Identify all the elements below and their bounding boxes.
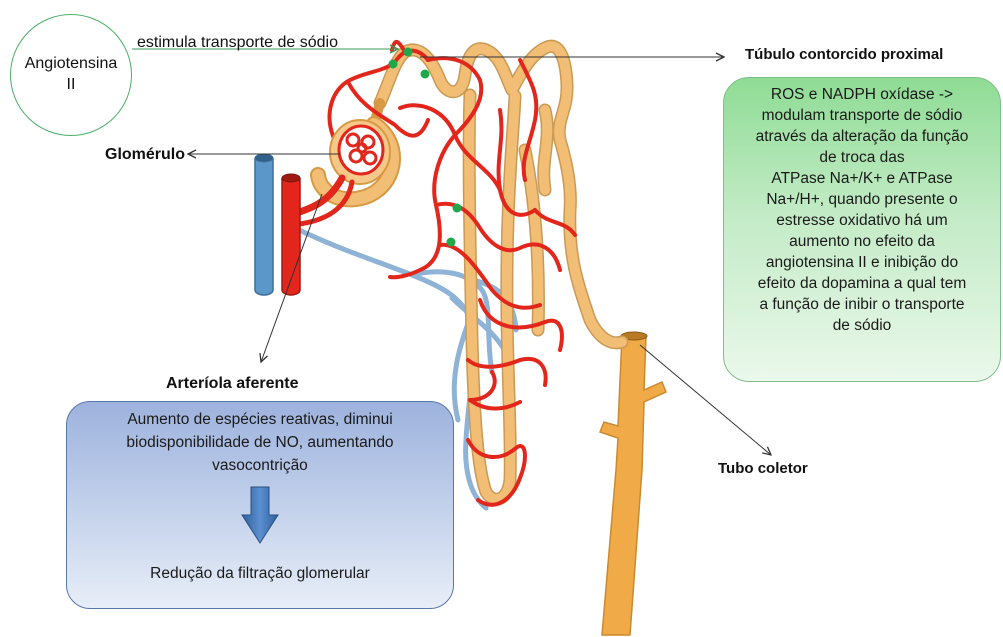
note-line: vasocontrição [77,454,443,477]
note-line: Na+/H+, quando presente o [732,189,992,210]
glomerulus-label: Glomérulo [105,145,185,165]
collecting-duct-label: Tubo coletor [718,460,808,479]
note-line: estresse oxidativo há um [732,210,992,231]
result-text: Redução da filtração glomerular [67,562,453,585]
note-line: efeito da dopamina a qual tem [732,273,992,294]
angiotensin-ii-circle: Angiotensina II [10,14,132,136]
collecting-duct-shape [600,332,666,635]
angiotensin-effect-label: estimula transporte de sódio [137,33,338,53]
note-line: biodisponibilidade de NO, aumentando [77,431,443,454]
circle-label-line-1: Angiotensina [25,55,118,72]
afferent-arteriole-label: Arteríola aferente [166,374,299,394]
note-line: Aumento de espécies reativas, diminui [77,408,443,431]
note-line: modulam transporte de sódio [732,105,992,126]
note-line: de troca das [732,147,992,168]
glomerulus-shape [318,120,393,199]
note-line: ROS e NADPH oxídase -> [732,84,992,105]
note-line: através da alteração da função [732,126,992,147]
note-line: a função de inibir o transporte [732,294,992,315]
circle-label-line-2: II [67,76,76,93]
proximal-tubule-note: ROS e NADPH oxídase -> modulam transport… [723,77,1001,382]
note-line: angiotensina II e inibição do [732,252,992,273]
afferent-arteriole-note: Aumento de espécies reativas, diminui bi… [66,401,454,609]
proximal-tubule-label: Túbulo contorcido proximal [745,46,943,65]
note-line: de sódio [732,315,992,336]
down-arrow-icon [240,485,280,545]
note-line: ATPase Na+/K+ e ATPase [732,168,992,189]
note-line: aumento no efeito da [732,231,992,252]
